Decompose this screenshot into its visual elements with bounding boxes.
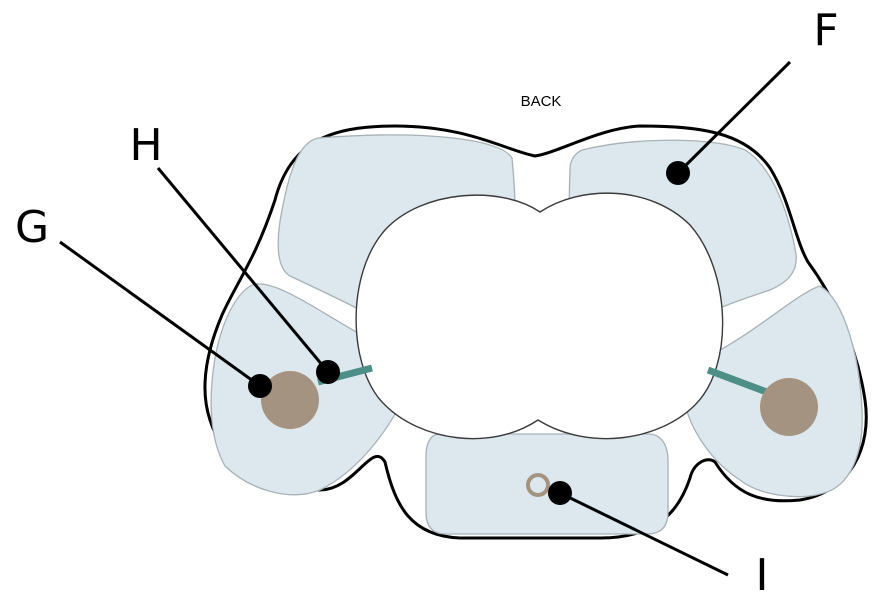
callout-dot-i	[548, 481, 572, 505]
right-nucleus	[760, 378, 818, 436]
callout-dot-f	[666, 161, 690, 185]
callout-label-i: I	[756, 550, 769, 596]
callout-label-h: H	[129, 120, 162, 171]
callout-label-g: G	[15, 202, 49, 253]
central-canal-area	[356, 193, 723, 438]
callout-dot-h	[316, 360, 340, 384]
orientation-label: BACK	[521, 93, 562, 110]
callout-label-f: F	[813, 5, 838, 56]
callout-dot-g	[248, 374, 272, 398]
